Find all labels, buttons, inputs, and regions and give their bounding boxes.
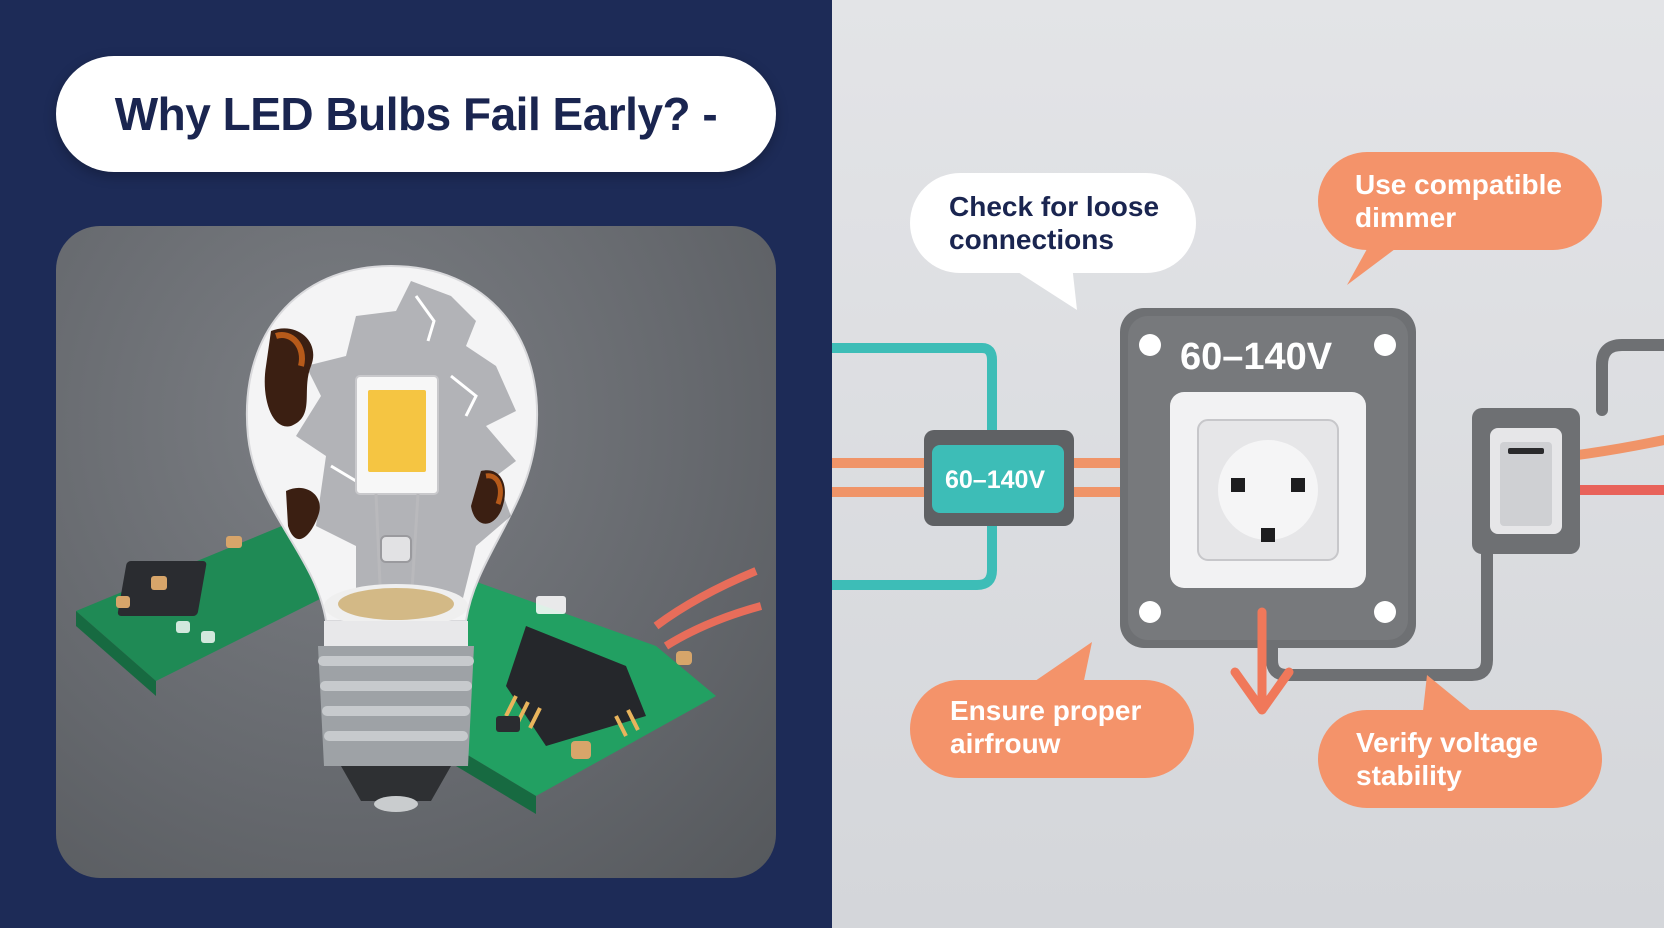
- failed-bulb-illustration: [56, 226, 776, 878]
- tip-bubble-white: [910, 173, 1196, 310]
- title-banner: Why LED Bulbs Fail Early? -: [56, 56, 776, 172]
- tip-bubble-orange-3: [1318, 675, 1602, 808]
- tip-line: connections: [949, 224, 1114, 255]
- wall-socket: [1120, 308, 1416, 648]
- gray-wire: [1266, 339, 1664, 681]
- left-panel: Why LED Bulbs Fail Early? -: [0, 0, 832, 928]
- bulb-base: [318, 584, 474, 812]
- down-arrow-icon: [1230, 607, 1294, 715]
- module-voltage-label: 60–140V: [945, 466, 1046, 494]
- socket-voltage-label: 60–140V: [1180, 336, 1333, 378]
- wiring-diagram-panel: 60–140V 60–140V Check for loose connecti…: [832, 0, 1664, 928]
- tip-text-loose-connections: Check for loose connections: [949, 190, 1159, 256]
- tip-line: Use compatible: [1355, 169, 1562, 200]
- tip-line: Check for loose: [949, 191, 1160, 222]
- led-chip: [355, 375, 439, 607]
- tip-bubble-orange-2: [910, 642, 1194, 778]
- tip-line: stability: [1356, 760, 1462, 791]
- tip-text-voltage-stability: Verify voltage stability: [1356, 726, 1538, 792]
- tip-line: dimmer: [1355, 202, 1457, 233]
- tip-bubble-orange-1: [1318, 152, 1602, 285]
- tip-text-compatible-dimmer: Use compatible dimmer: [1355, 168, 1562, 234]
- teal-wire: [832, 343, 997, 590]
- tip-text-airflow: Ensure proper airfrouw: [950, 694, 1141, 760]
- bulb-scene-graphic: [76, 264, 763, 814]
- tip-line: airfrouw: [950, 728, 1061, 759]
- wiring-graphic: [832, 152, 1664, 808]
- voltage-module: [924, 430, 1074, 526]
- page-title: Why LED Bulbs Fail Early? -: [114, 88, 718, 140]
- tip-line: Ensure proper: [950, 695, 1142, 726]
- tip-line: Verify voltage: [1356, 727, 1539, 758]
- switch-box: [1472, 408, 1580, 554]
